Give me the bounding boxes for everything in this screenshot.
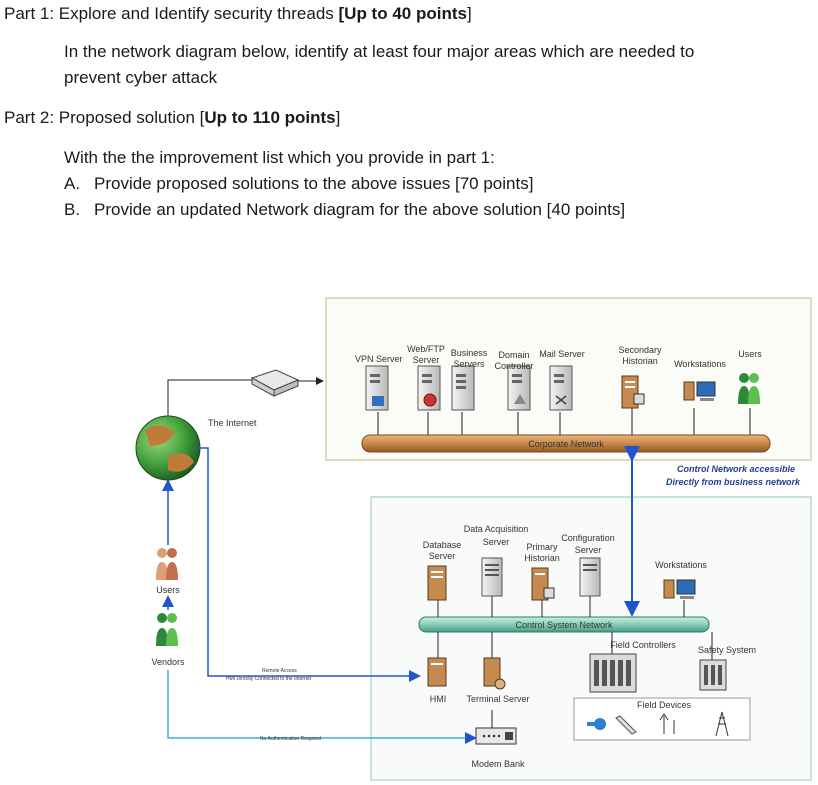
label-workstations-control: Workstations bbox=[655, 560, 707, 570]
label-daq-1: Data Acquisition bbox=[464, 524, 529, 534]
field-controllers-icon bbox=[589, 653, 637, 693]
users-left-icon bbox=[156, 548, 178, 580]
terminal-server-icon bbox=[483, 657, 506, 690]
label-mail-server: Mail Server bbox=[539, 349, 585, 359]
part2-item-b: Provide an updated Network diagram for t… bbox=[94, 200, 626, 219]
label-field-devices: Field Devices bbox=[637, 700, 692, 710]
part1-points: [Up to 40 points bbox=[338, 4, 467, 23]
label-database-1: Database bbox=[423, 540, 462, 550]
label-secondary-2: Historian bbox=[622, 356, 658, 366]
part1-heading: Part 1: Explore and Identify security th… bbox=[4, 4, 472, 24]
part1-prefix: Part 1: Explore and Identify security th… bbox=[4, 4, 339, 23]
part2-item-b-marker: B. bbox=[64, 200, 81, 219]
sensor-arrows-icon bbox=[659, 713, 675, 734]
part1-suffix: ] bbox=[466, 4, 472, 23]
label-domain-1: Domain bbox=[498, 350, 529, 360]
label-remote-access-1: Remote Access bbox=[262, 668, 297, 674]
mail-server-icon bbox=[549, 365, 573, 411]
label-safety-system: Safety System bbox=[698, 645, 756, 655]
label-web-ftp-1: Web/FTP bbox=[407, 344, 445, 354]
label-config-2: Server bbox=[575, 545, 602, 555]
router-icon bbox=[250, 369, 300, 397]
transmission-tower-icon bbox=[715, 711, 729, 737]
pump-icon bbox=[587, 718, 606, 730]
valve-icon bbox=[615, 715, 637, 735]
part2-suffix: ] bbox=[335, 108, 341, 127]
label-access-note-2: Directly from business network bbox=[666, 477, 801, 487]
control-network-bus bbox=[418, 616, 710, 633]
label-database-2: Server bbox=[429, 551, 456, 561]
part1-body-line2: prevent cyber attack bbox=[64, 68, 218, 87]
workstations-control-icon bbox=[663, 579, 696, 599]
link-vendors-modem bbox=[167, 670, 477, 744]
internet-globe-icon bbox=[135, 415, 201, 481]
secondary-historian-icon bbox=[621, 375, 645, 409]
label-secondary-1: Secondary bbox=[618, 345, 662, 355]
label-internet: The Internet bbox=[208, 418, 257, 428]
label-users-left: Users bbox=[156, 585, 180, 595]
label-users-corp: Users bbox=[738, 349, 762, 359]
label-hmi: HMI bbox=[430, 694, 447, 704]
label-vendors: Vendors bbox=[151, 657, 185, 667]
label-primary-2: Historian bbox=[524, 553, 560, 563]
label-field-controllers: Field Controllers bbox=[610, 640, 676, 650]
web-ftp-server-icon bbox=[417, 365, 441, 411]
label-vpn-server: VPN Server bbox=[355, 354, 403, 364]
label-config-1: Configuration bbox=[561, 533, 615, 543]
link-globe-router bbox=[167, 379, 252, 416]
label-workstations-corp: Workstations bbox=[674, 359, 726, 369]
corporate-network-label: Corporate Network bbox=[528, 439, 604, 449]
business-servers-icon bbox=[451, 365, 475, 411]
vendors-icon bbox=[156, 613, 178, 646]
label-no-auth: No Authentication Required bbox=[260, 736, 321, 742]
label-remote-access-2: HMI Directly Connected to the Internet bbox=[226, 676, 312, 682]
safety-system-icon bbox=[699, 659, 727, 691]
label-daq-2: Server bbox=[483, 537, 510, 547]
label-primary-1: Primary bbox=[527, 542, 558, 552]
label-modem-bank: Modem Bank bbox=[471, 759, 525, 769]
domain-controller-icon bbox=[507, 365, 531, 411]
control-network-label: Control System Network bbox=[515, 620, 613, 630]
label-business-1: Business bbox=[451, 348, 488, 358]
part2-item-a-marker: A. bbox=[64, 174, 81, 193]
part2-points: Up to 110 points bbox=[204, 108, 336, 127]
label-terminal-server: Terminal Server bbox=[466, 694, 529, 704]
hmi-icon bbox=[427, 657, 447, 687]
control-drops bbox=[437, 596, 713, 730]
part2-heading: Part 2: Proposed solution [Up to 110 poi… bbox=[4, 108, 340, 128]
data-acquisition-server-icon bbox=[481, 557, 503, 597]
label-web-ftp-2: Server bbox=[413, 355, 440, 365]
configuration-server-icon bbox=[579, 557, 601, 597]
link-internet-hmi bbox=[196, 447, 421, 682]
part2-intro: With the the improvement list which you … bbox=[64, 148, 495, 167]
primary-historian-icon bbox=[531, 567, 555, 601]
label-access-note-1: Control Network accessible bbox=[677, 464, 795, 474]
vpn-server-icon bbox=[365, 365, 389, 411]
corporate-network-bus bbox=[361, 434, 771, 453]
label-domain-2: Controller bbox=[494, 361, 533, 371]
database-server-icon bbox=[427, 565, 447, 601]
modem-bank-icon bbox=[475, 727, 517, 745]
workstations-corp-icon bbox=[683, 381, 716, 401]
users-corp-icon bbox=[738, 373, 760, 404]
part2-item-a: Provide proposed solutions to the above … bbox=[94, 174, 534, 193]
label-business-2: Servers bbox=[453, 359, 485, 369]
part1-body-line1: In the network diagram below, identify a… bbox=[64, 42, 695, 61]
part2-prefix: Part 2: Proposed solution [ bbox=[4, 108, 205, 127]
corporate-drops bbox=[377, 408, 751, 435]
